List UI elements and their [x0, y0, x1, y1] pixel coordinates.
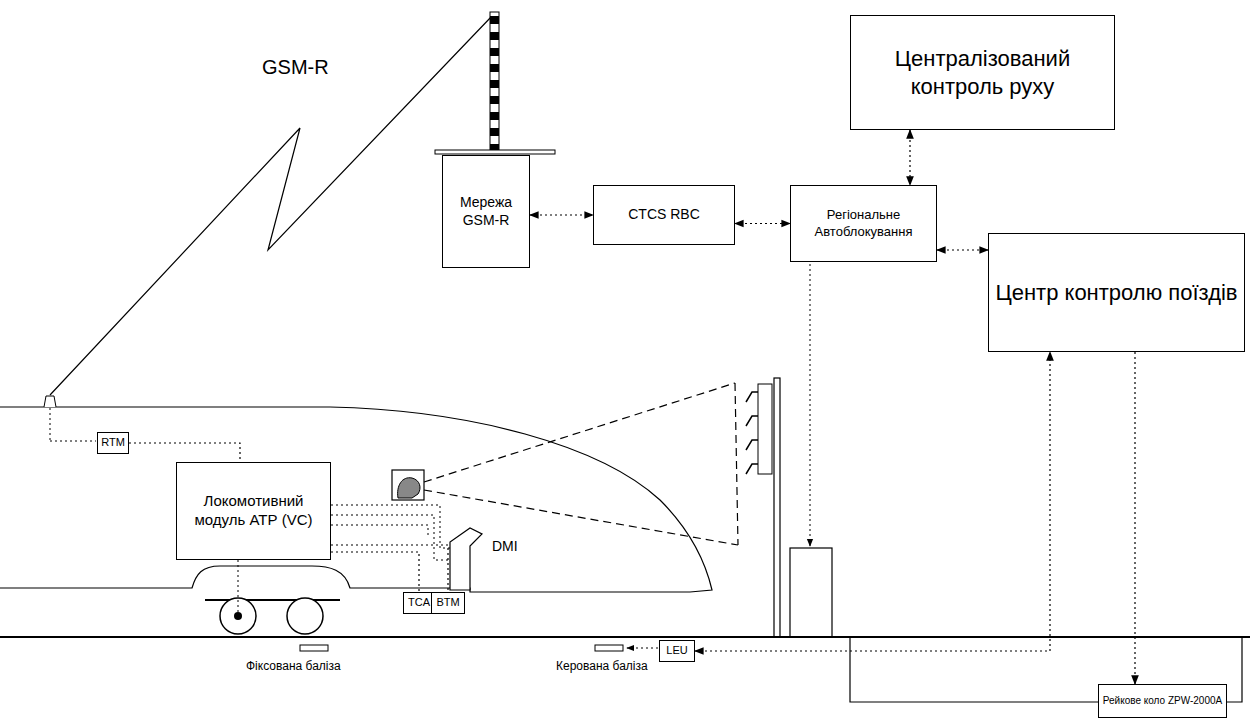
- text-stack: Регіональне Автоблокування: [794, 207, 933, 240]
- radio-link: [50, 16, 492, 395]
- leu-box: LEU: [659, 640, 695, 662]
- text-stack: BTM: [436, 596, 459, 610]
- controlled-balise: [595, 645, 623, 651]
- dmi-console: [450, 528, 482, 590]
- text-stack: Центр контролю поїздів: [995, 279, 1237, 307]
- network-box: Мережа GSM-R: [442, 155, 530, 268]
- box-text: Локомотивний модуль АТР (VC): [180, 492, 327, 530]
- antenna-platform: [435, 150, 555, 154]
- box-text: Регіональне Автоблокування: [794, 207, 933, 240]
- dmi-label: DMI: [492, 538, 518, 554]
- data-link: [331, 552, 419, 592]
- box-text: BTM: [436, 596, 459, 610]
- box-text: Централізований контроль руху: [854, 45, 1111, 100]
- fixed-balise: [300, 645, 328, 651]
- bogie: [205, 599, 340, 601]
- data-link: [695, 352, 1050, 651]
- speed-sensor-wire: [238, 560, 239, 612]
- balise-feed: [627, 648, 658, 649]
- track-circuit-wire: [1227, 637, 1242, 702]
- btm-box: BTM: [431, 592, 465, 614]
- control-center-box: Централізований контроль руху: [850, 15, 1115, 130]
- box-text: RTM: [101, 436, 125, 450]
- sight-line: [735, 383, 738, 545]
- text-stack: Локомотивний модуль АТР (VC): [180, 492, 327, 530]
- dmi-wire: [331, 515, 450, 560]
- text-stack: RTM: [101, 436, 125, 450]
- box-text: Рейкове коло ZPW-2000A: [1103, 695, 1222, 708]
- text-stack: TCA: [408, 596, 430, 610]
- axle: [234, 612, 242, 620]
- box-text: Центр контролю поїздів: [995, 279, 1237, 307]
- data-link: [937, 249, 988, 250]
- box-text: CTCS RBC: [628, 206, 700, 224]
- data-link: [129, 443, 240, 462]
- data-link: [735, 223, 790, 224]
- dmi-wire: [331, 525, 428, 536]
- sight-line: [424, 490, 738, 545]
- balise-label: Фіксована баліза: [246, 659, 341, 673]
- signal-head: [758, 384, 772, 474]
- balise-label: Керована баліза: [556, 659, 648, 673]
- text-stack: CTCS RBC: [628, 206, 700, 224]
- track-circuit-wire: [850, 637, 1098, 702]
- rail: [0, 636, 1250, 638]
- text-stack: Централізований контроль руху: [854, 45, 1111, 100]
- train-control-center-box: Центр контролю поїздів: [988, 233, 1245, 352]
- wheel: [287, 598, 323, 634]
- rtm-box: RTM: [97, 432, 129, 454]
- box-text: Мережа GSM-R: [446, 194, 526, 229]
- track-circuit-box: Рейкове коло ZPW-2000A: [1098, 684, 1227, 718]
- wayside-cabinet: [790, 548, 832, 637]
- data-link: [530, 214, 593, 215]
- data-link: [331, 545, 448, 592]
- data-link: [1134, 352, 1135, 684]
- locomotive-body: [0, 407, 712, 592]
- rbc-box: CTCS RBC: [593, 185, 735, 245]
- text-stack: Рейкове коло ZPW-2000A: [1103, 695, 1222, 708]
- vehicle-computer-box: Локомотивний модуль АТР (VC): [176, 462, 331, 560]
- antenna-feed: [50, 408, 51, 441]
- box-text: TCA: [408, 596, 430, 610]
- sight-line: [424, 383, 735, 482]
- box-text: LEU: [666, 644, 687, 658]
- interlocking-box: Регіональне Автоблокування: [790, 185, 937, 262]
- driver-figure: [398, 478, 420, 498]
- antenna-feed: [50, 441, 96, 442]
- roof-antenna: [44, 396, 56, 407]
- network-label: GSM-R: [262, 56, 329, 79]
- text-stack: LEU: [666, 644, 687, 658]
- control-link: [810, 264, 811, 546]
- data-link: [909, 130, 910, 185]
- signal-mast: [774, 378, 780, 637]
- antenna-mast: [490, 12, 499, 152]
- text-stack: Мережа GSM-R: [446, 194, 526, 229]
- cab-window: [392, 470, 424, 500]
- wheel: [220, 598, 256, 634]
- dmi-wire: [331, 505, 450, 548]
